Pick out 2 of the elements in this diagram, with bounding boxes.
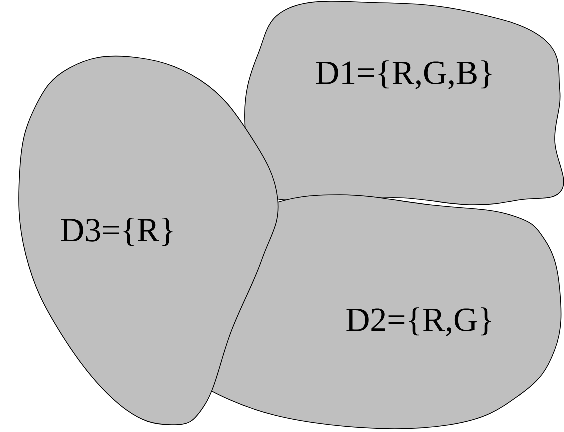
node-label: D1={R,G,B} [316,60,492,90]
node-label: D2={R,G} [346,308,492,336]
